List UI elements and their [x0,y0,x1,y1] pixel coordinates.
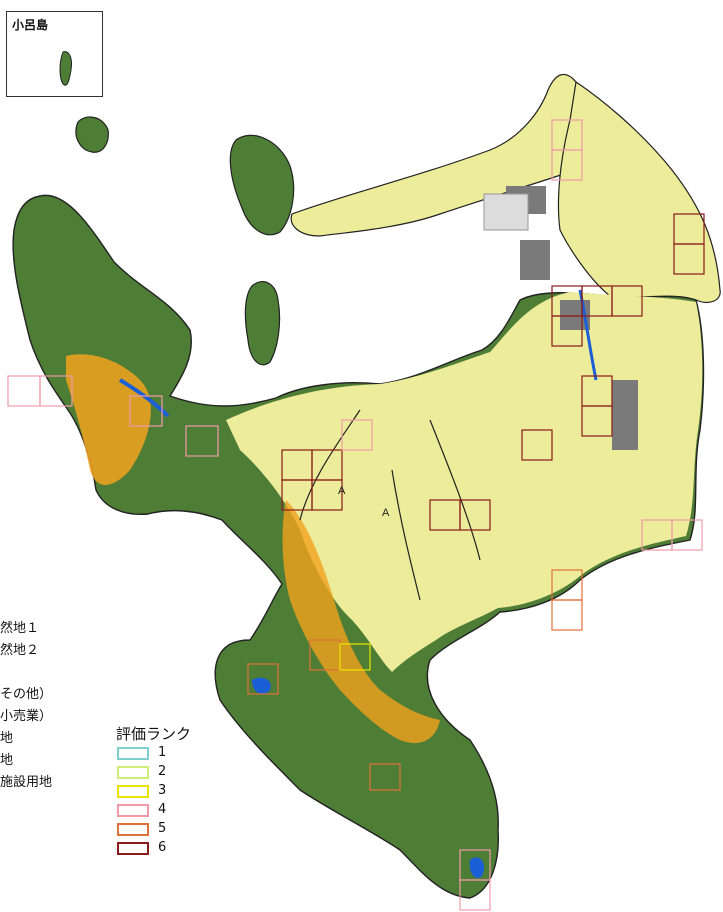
island-south [244,281,281,366]
rank-legend-item: 2 [115,763,191,782]
urban-area [226,292,703,672]
map-label-a1: A [338,485,346,497]
landuse-legend-item-1: 然地１ [0,621,40,636]
rank-swatch [117,823,149,836]
rank-label: 6 [158,840,167,855]
rank-grid [7,119,705,911]
port-block-2 [520,240,550,280]
agri-zone-central [282,500,440,744]
rank-legend: 評価ランク 1 2 3 4 5 6 [115,723,191,858]
rank-legend-item: 1 [115,744,191,763]
rank-swatch [117,766,149,779]
landuse-legend-item-5: 地 [0,731,14,746]
rank-label: 2 [158,764,167,779]
landuse-legend-item-3: その他） [0,687,53,702]
rank-swatch [117,804,149,817]
ward-boundary-2 [391,469,421,601]
port-block-5 [483,193,529,231]
map-label-a2: A [382,507,390,519]
rank-label: 3 [158,783,167,798]
port-block-4 [612,380,638,450]
rank-label: 5 [158,821,167,836]
inset-title: 小呂島 [12,18,49,32]
rank-legend-item: 5 [115,820,191,839]
east-peninsula [557,80,721,303]
rank-legend-title: 評価ランク [116,725,192,743]
rank-swatch [117,785,149,798]
rank-swatch [117,842,149,855]
rank-legend-item: 6 [115,839,191,858]
rank-legend-item: 4 [115,801,191,820]
reservoir-south [469,857,485,879]
rank-swatch [117,747,149,760]
river-1 [118,378,170,418]
inset-map-oro-island: 小呂島 [6,11,103,97]
reservoir [252,677,271,695]
rank-label: 1 [158,745,167,760]
rank-label: 4 [158,802,167,817]
landuse-legend-item-7: 施設用地 [0,775,53,790]
landuse-legend: 然地１ 然地２ その他） 小売業） 地 地 施設用地 [0,618,52,794]
ward-boundary-3 [429,419,481,561]
inset-island-shape [59,51,72,86]
rank-legend-item: 3 [115,782,191,801]
island-nokonoshima [229,134,295,236]
landuse-legend-item-2: 然地２ [0,643,40,658]
landuse-legend-item-6: 地 [0,753,14,768]
rank-legend-items: 1 2 3 4 5 6 [115,744,191,858]
landuse-legend-item-4: 小売業） [0,709,53,724]
island-small [75,116,109,153]
